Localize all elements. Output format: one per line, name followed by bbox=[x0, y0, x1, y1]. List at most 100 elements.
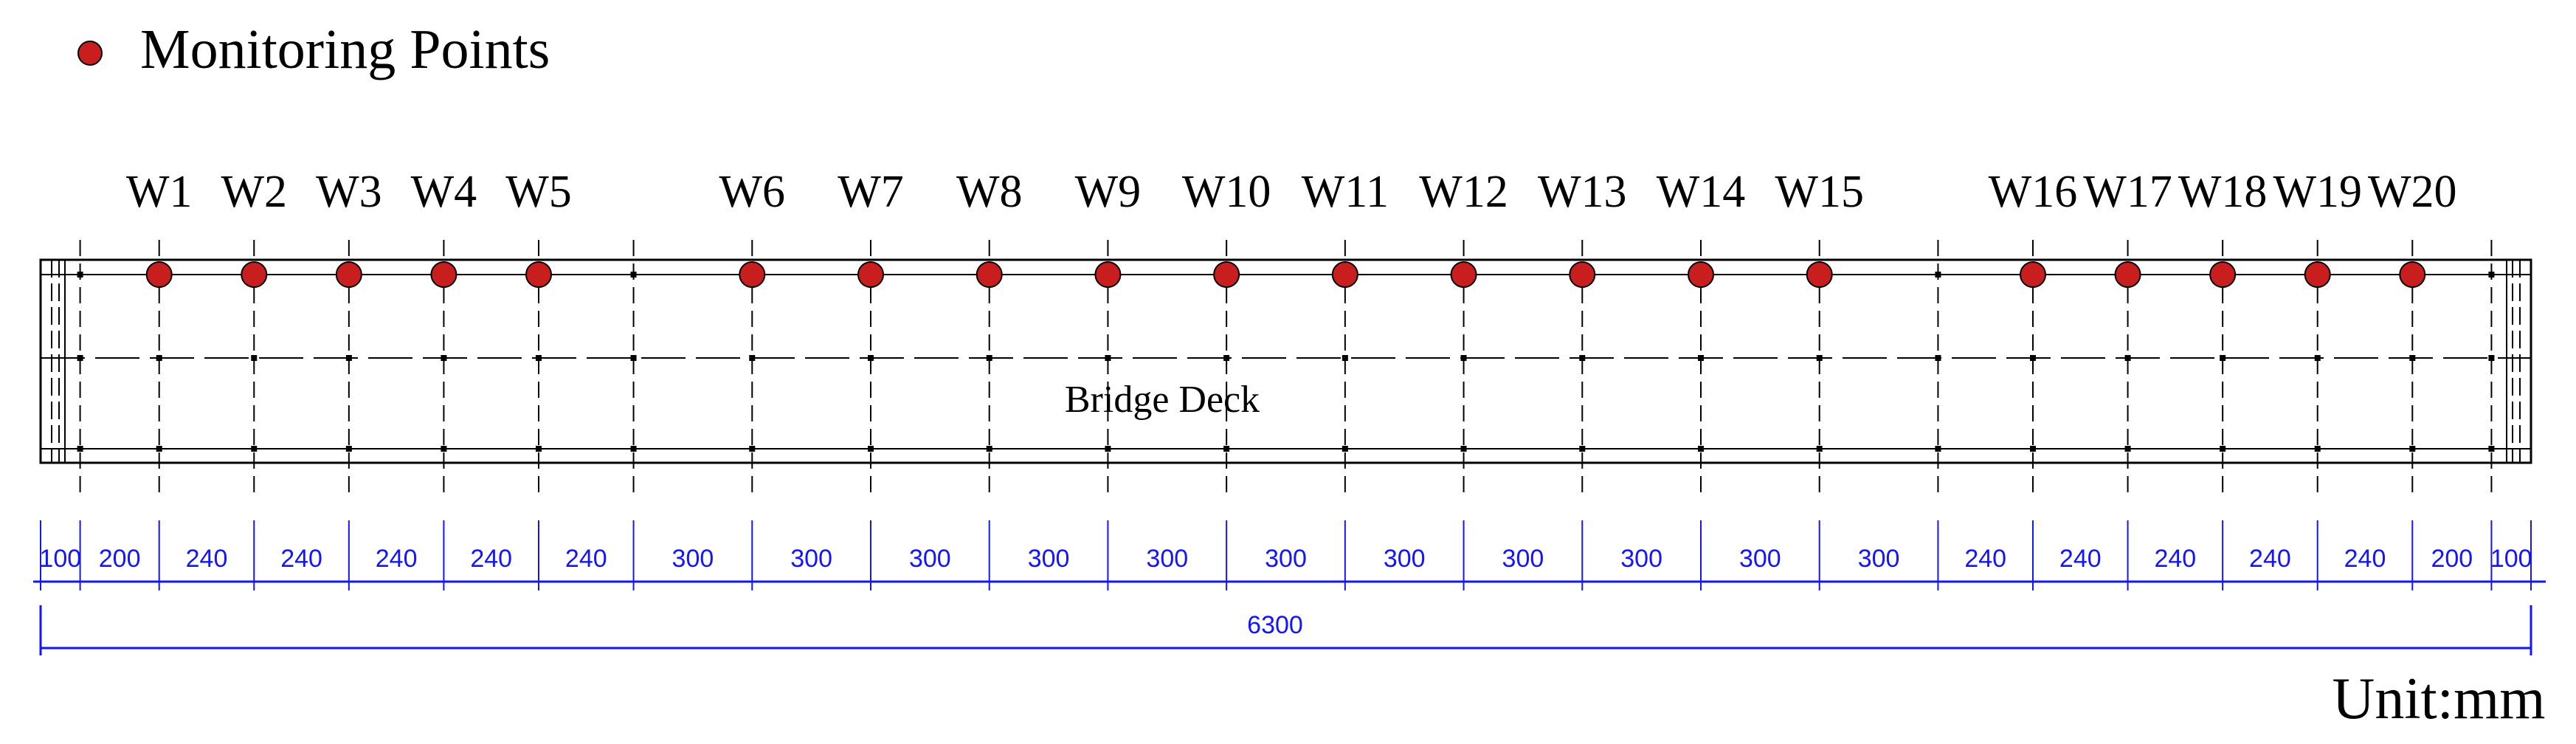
monitoring-point-label: W11 bbox=[1302, 167, 1389, 217]
segment-dimension-label: 300 bbox=[1858, 545, 1900, 573]
grid-node bbox=[1579, 446, 1586, 452]
segment-dimension-label: 240 bbox=[280, 545, 322, 573]
grid-node bbox=[345, 355, 352, 361]
segment-dimension-label: 300 bbox=[1620, 545, 1662, 573]
monitoring-point-label: W14 bbox=[1657, 167, 1746, 217]
grid-node bbox=[1935, 272, 1941, 278]
monitoring-point-marker bbox=[1450, 261, 1477, 288]
monitoring-point-marker bbox=[145, 261, 173, 288]
monitoring-point-label: W17 bbox=[2083, 167, 2172, 217]
monitoring-point-marker bbox=[241, 261, 268, 288]
grid-node bbox=[1816, 355, 1823, 361]
grid-node bbox=[1935, 446, 1941, 452]
grid-node bbox=[630, 355, 637, 361]
monitoring-point-marker bbox=[335, 261, 362, 288]
grid-node bbox=[2409, 446, 2416, 452]
segment-dimension-label: 100 bbox=[2490, 545, 2532, 573]
unit-label: Unit:mm bbox=[2332, 666, 2546, 731]
deck-label: Bridge Deck bbox=[1065, 379, 1260, 421]
segment-dimension-label: 240 bbox=[565, 545, 607, 573]
monitoring-point-marker bbox=[1688, 261, 1714, 288]
monitoring-point-label: W5 bbox=[505, 167, 572, 217]
monitoring-point-marker bbox=[1213, 261, 1240, 288]
monitoring-point-label: W3 bbox=[316, 167, 382, 217]
monitoring-point-label: W8 bbox=[956, 167, 1023, 217]
grid-node bbox=[345, 446, 352, 452]
monitoring-point-label: W6 bbox=[719, 167, 786, 217]
deck-outer-rect bbox=[39, 258, 2532, 464]
monitoring-points bbox=[145, 261, 2426, 288]
grid-node bbox=[1223, 446, 1230, 452]
monitoring-point-marker bbox=[976, 261, 1003, 288]
segment-dimension-label: 240 bbox=[2059, 545, 2102, 573]
grid-node bbox=[2030, 355, 2036, 361]
grid-node bbox=[986, 355, 992, 361]
grid-node bbox=[986, 446, 992, 452]
segment-dimension-label: 200 bbox=[2431, 545, 2473, 573]
grid-node bbox=[156, 355, 162, 361]
grid-node bbox=[2314, 446, 2321, 452]
monitoring-point-marker bbox=[1331, 261, 1358, 288]
grid-node bbox=[868, 355, 874, 361]
grid-node bbox=[536, 446, 542, 452]
segment-dimension-label: 300 bbox=[909, 545, 951, 573]
monitoring-point-label: W2 bbox=[221, 167, 288, 217]
monitoring-point-marker bbox=[2304, 261, 2331, 288]
grid-node bbox=[1460, 355, 1467, 361]
segment-dimension-label: 300 bbox=[1384, 545, 1426, 573]
grid-node bbox=[2488, 355, 2495, 361]
grid-node bbox=[1105, 355, 1111, 361]
monitoring-point-marker bbox=[2209, 261, 2237, 288]
grid-node bbox=[77, 355, 83, 361]
grid-node bbox=[251, 446, 258, 452]
monitoring-point-label: W4 bbox=[411, 167, 477, 217]
grid-node bbox=[2030, 446, 2036, 452]
monitoring-point-label: W20 bbox=[2368, 167, 2457, 217]
grid-node bbox=[2409, 355, 2416, 361]
segment-dimension-label: 240 bbox=[2344, 545, 2386, 573]
grid-node bbox=[1223, 355, 1230, 361]
segment-dimension-label: 240 bbox=[2249, 545, 2291, 573]
segment-dimension-label: 300 bbox=[672, 545, 714, 573]
segment-dimension-label: 240 bbox=[470, 545, 512, 573]
grid-node bbox=[630, 446, 637, 452]
grid-node bbox=[630, 272, 637, 278]
grid-node bbox=[2314, 355, 2321, 361]
monitoring-point-marker bbox=[2114, 261, 2141, 288]
monitoring-point-label: W12 bbox=[1419, 167, 1508, 217]
grid-node bbox=[1698, 446, 1704, 452]
deck-outline bbox=[39, 258, 2532, 464]
grid-node bbox=[2124, 355, 2131, 361]
overall-dimension: 6300 bbox=[39, 605, 2532, 655]
monitoring-point-marker bbox=[739, 261, 766, 288]
grid-node bbox=[1460, 446, 1467, 452]
monitoring-point-marker bbox=[525, 261, 552, 288]
monitoring-point-marker bbox=[857, 261, 884, 288]
overall-dimension-label: 6300 bbox=[1247, 611, 1303, 639]
grid-node bbox=[2220, 355, 2226, 361]
grid-node bbox=[1105, 446, 1111, 452]
grid-node bbox=[1698, 355, 1704, 361]
grid-node bbox=[77, 446, 83, 452]
grid-node bbox=[441, 355, 447, 361]
grid-node bbox=[749, 355, 756, 361]
grid-node bbox=[1579, 355, 1586, 361]
segment-dimension-label: 240 bbox=[186, 545, 228, 573]
monitoring-point-marker bbox=[1569, 261, 1596, 288]
monitoring-point-label: W10 bbox=[1182, 167, 1271, 217]
monitoring-point-label: W18 bbox=[2178, 167, 2268, 217]
grid-node bbox=[156, 446, 162, 452]
legend-marker-icon bbox=[77, 41, 103, 66]
grid-node bbox=[441, 446, 447, 452]
monitoring-point-label: W7 bbox=[838, 167, 904, 217]
legend-label: Monitoring Points bbox=[140, 18, 550, 80]
grid-node bbox=[1341, 446, 1348, 452]
grid-node bbox=[1935, 355, 1941, 361]
segment-dimension-label: 240 bbox=[376, 545, 418, 573]
segment-dimension-label: 240 bbox=[2154, 545, 2196, 573]
segment-dimension-label: 100 bbox=[39, 545, 81, 573]
segment-dimension-label: 300 bbox=[1502, 545, 1544, 573]
segment-dimension-label: 240 bbox=[1964, 545, 2006, 573]
segment-dimension-label: 300 bbox=[790, 545, 832, 573]
